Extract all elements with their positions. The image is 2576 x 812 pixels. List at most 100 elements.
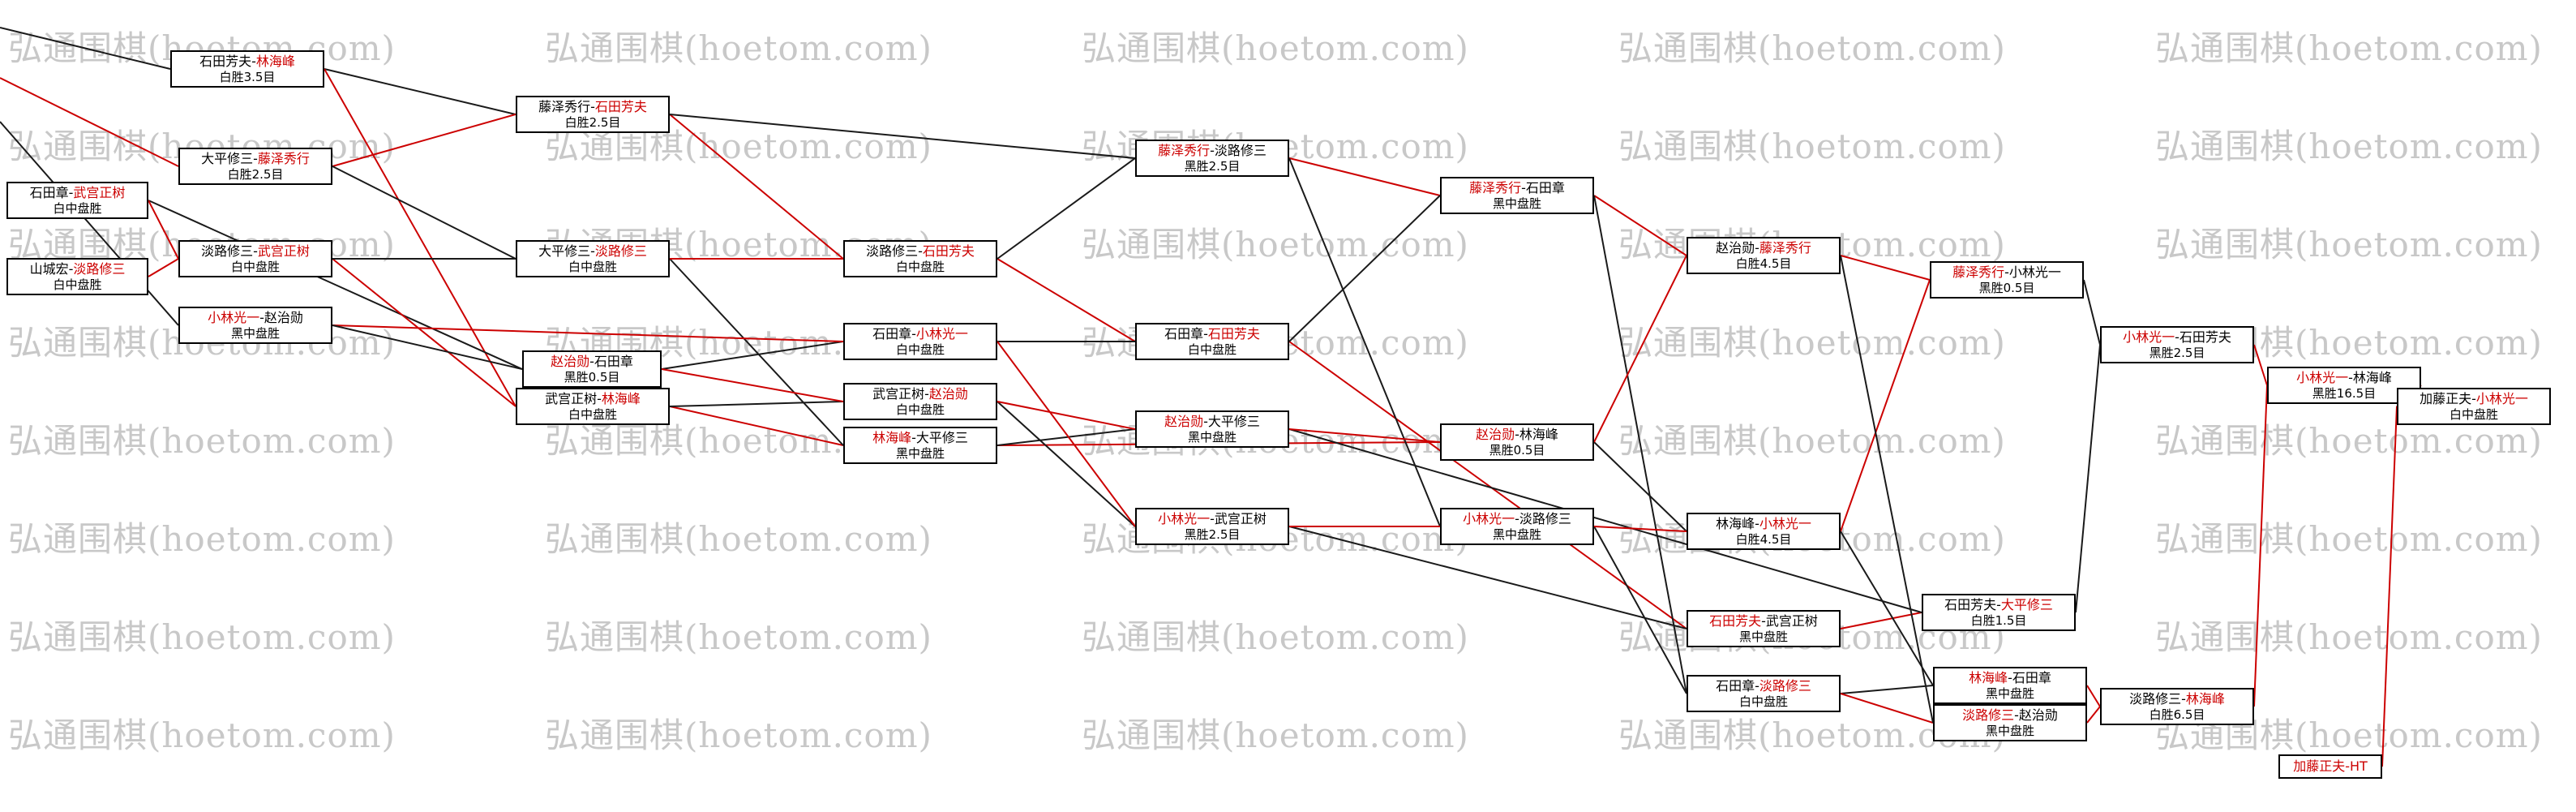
edge-G14-G17 bbox=[997, 428, 1136, 446]
name-separator: - bbox=[2008, 670, 2012, 685]
game-result: 黑胜0.5目 bbox=[1978, 281, 2035, 295]
game-result: 黑中盘胜 bbox=[230, 326, 280, 341]
game-node-G11: 淡路修三-石田芳夫白中盘胜 bbox=[843, 240, 997, 277]
edge-G30-G31 bbox=[2086, 706, 2101, 724]
game-players: 赵治勋-林海峰 bbox=[1476, 426, 1558, 443]
player1-name: 淡路修三 bbox=[866, 243, 919, 259]
watermark-text: 弘通围棋(hoetom.com) bbox=[545, 519, 932, 559]
watermark-text: 弘通围棋(hoetom.com) bbox=[8, 519, 396, 559]
edge-G15-G19 bbox=[1288, 157, 1441, 196]
player2-name: 林海峰 bbox=[1519, 427, 1558, 442]
player1-name: 武宫正树 bbox=[872, 386, 925, 402]
game-result: 黑中盘胜 bbox=[1985, 724, 2034, 738]
game-result: 黑胜2.5目 bbox=[1184, 527, 1241, 542]
game-players: 林海峰-小林光一 bbox=[1716, 515, 1811, 532]
game-result: 白中盘胜 bbox=[53, 201, 102, 216]
player1-name: 藤泽秀行 bbox=[1158, 143, 1211, 158]
edge-G4-G6 bbox=[148, 200, 179, 260]
name-separator: - bbox=[590, 243, 595, 259]
game-players: 武宫正树-林海峰 bbox=[545, 390, 641, 407]
game-result: 黑胜2.5目 bbox=[1184, 159, 1241, 174]
watermark-text: 弘通围棋(hoetom.com) bbox=[2155, 28, 2543, 68]
game-result: 白胜4.5目 bbox=[1735, 256, 1792, 271]
game-node-G1: 石田芳夫-林海峰白胜3.5目 bbox=[170, 50, 324, 88]
edge-G2-G15 bbox=[669, 114, 1136, 159]
watermark-text: 弘通围棋(hoetom.com) bbox=[545, 617, 932, 657]
game-result: 白中盘胜 bbox=[568, 260, 617, 274]
edge-G22-G30 bbox=[1840, 255, 1934, 724]
name-separator: - bbox=[2175, 329, 2180, 345]
watermark-text: 弘通围棋(hoetom.com) bbox=[1618, 323, 2006, 363]
player1-name: 小林光一 bbox=[1463, 511, 1515, 526]
name-separator: - bbox=[924, 386, 929, 402]
game-node-G10: 武宫正树-林海峰白中盘胜 bbox=[516, 388, 670, 425]
player1-name: 小林光一 bbox=[208, 310, 260, 325]
game-node-G24: 石田芳夫-武宫正树黑中盘胜 bbox=[1687, 610, 1841, 647]
player2-name: 石田章 bbox=[594, 354, 633, 369]
name-separator: - bbox=[2348, 370, 2353, 385]
player2-name: 淡路修三 bbox=[1759, 678, 1811, 694]
player1-name: 武宫正树 bbox=[545, 391, 598, 406]
game-players: 小林光一-赵治勋 bbox=[208, 309, 303, 326]
game-result: 黑胜2.5目 bbox=[2149, 346, 2205, 360]
game-result: 白中盘胜 bbox=[568, 407, 617, 422]
game-result: 白中盘胜 bbox=[1738, 694, 1788, 709]
edge-G29-G31 bbox=[2086, 685, 2101, 707]
game-node-G16: 石田章-石田芳夫白中盘胜 bbox=[1135, 323, 1289, 360]
game-node-G34: 加藤正夫-HT bbox=[2278, 754, 2382, 779]
game-players: 藤泽秀行-石田芳夫 bbox=[538, 98, 647, 115]
game-players: 武宫正树-赵治勋 bbox=[872, 385, 968, 402]
game-result: 白胜3.5目 bbox=[219, 70, 276, 84]
game-node-G26: 藤泽秀行-小林光一黑胜0.5目 bbox=[1930, 261, 2084, 299]
edge-G10-G13 bbox=[669, 401, 844, 407]
player2-name: 淡路修三 bbox=[73, 261, 126, 277]
game-node-G29: 林海峰-石田章黑中盘胜 bbox=[1933, 667, 2087, 704]
player2-name: 大平修三 bbox=[2000, 597, 2053, 612]
game-players: 小林光一-武宫正树 bbox=[1158, 510, 1267, 527]
name-separator: - bbox=[1203, 414, 1208, 429]
name-separator: - bbox=[1515, 427, 1519, 442]
game-players: 藤泽秀行-石田章 bbox=[1469, 179, 1565, 196]
game-node-G28: 石田芳夫-大平修三白胜1.5目 bbox=[1922, 594, 2076, 631]
name-separator: - bbox=[68, 185, 74, 200]
edge-G1-G10 bbox=[324, 68, 516, 407]
edge-G1-G2 bbox=[324, 68, 516, 115]
game-node-G12: 石田章-小林光一白中盘胜 bbox=[843, 323, 997, 360]
game-result: 白胜1.5目 bbox=[1970, 613, 2027, 628]
game-node-G17: 赵治勋-大平修三黑中盘胜 bbox=[1135, 410, 1289, 448]
edge-G7-G9 bbox=[332, 324, 523, 370]
game-result: 黑胜0.5目 bbox=[564, 370, 620, 385]
edge-G16-G19 bbox=[1288, 195, 1441, 342]
game-result: 黑中盘胜 bbox=[895, 446, 945, 461]
player2-name: 石田芳夫 bbox=[922, 243, 975, 259]
game-result: 白中盘胜 bbox=[1187, 342, 1237, 357]
game-result: 白胜4.5目 bbox=[1735, 532, 1792, 547]
player2-name: 武宫正树 bbox=[1765, 613, 1818, 629]
watermark-text: 弘通围棋(hoetom.com) bbox=[2155, 225, 2543, 264]
edge-G9-G13 bbox=[661, 368, 844, 402]
edge-offscreen-G7 bbox=[0, 121, 179, 326]
edge-G34-G33 bbox=[2381, 406, 2398, 767]
watermark-text: 弘通围棋(hoetom.com) bbox=[2155, 421, 2543, 461]
player1-name: 赵治勋 bbox=[1476, 427, 1515, 442]
player1-name: 石田章 bbox=[872, 326, 912, 342]
player2-name: 林海峰 bbox=[255, 54, 295, 69]
game-result: 黑中盘胜 bbox=[1492, 196, 1541, 211]
player1-name: 石田芳夫 bbox=[1709, 613, 1762, 629]
edge-G18-G24 bbox=[1288, 526, 1687, 629]
player1-name: 石田芳夫 bbox=[1944, 597, 1997, 612]
edge-G17-G20 bbox=[1288, 428, 1441, 443]
game-node-G27: 小林光一-石田芳夫黑胜2.5目 bbox=[2100, 326, 2254, 363]
name-separator: - bbox=[1210, 143, 1215, 158]
game-result: 黑胜0.5目 bbox=[1489, 443, 1545, 458]
edge-offscreen-G1 bbox=[0, 27, 171, 70]
game-players: 赵治勋-石田章 bbox=[551, 353, 633, 370]
game-node-G14: 林海峰-大平修三黑中盘胜 bbox=[843, 427, 997, 464]
name-separator: - bbox=[911, 326, 916, 342]
edge-G3-G2 bbox=[332, 114, 516, 167]
player2-name: 淡路修三 bbox=[1214, 143, 1267, 158]
edge-G7-G12 bbox=[332, 324, 844, 342]
edge-G15-G21 bbox=[1288, 157, 1441, 527]
edge-G24-G28 bbox=[1840, 612, 1922, 629]
